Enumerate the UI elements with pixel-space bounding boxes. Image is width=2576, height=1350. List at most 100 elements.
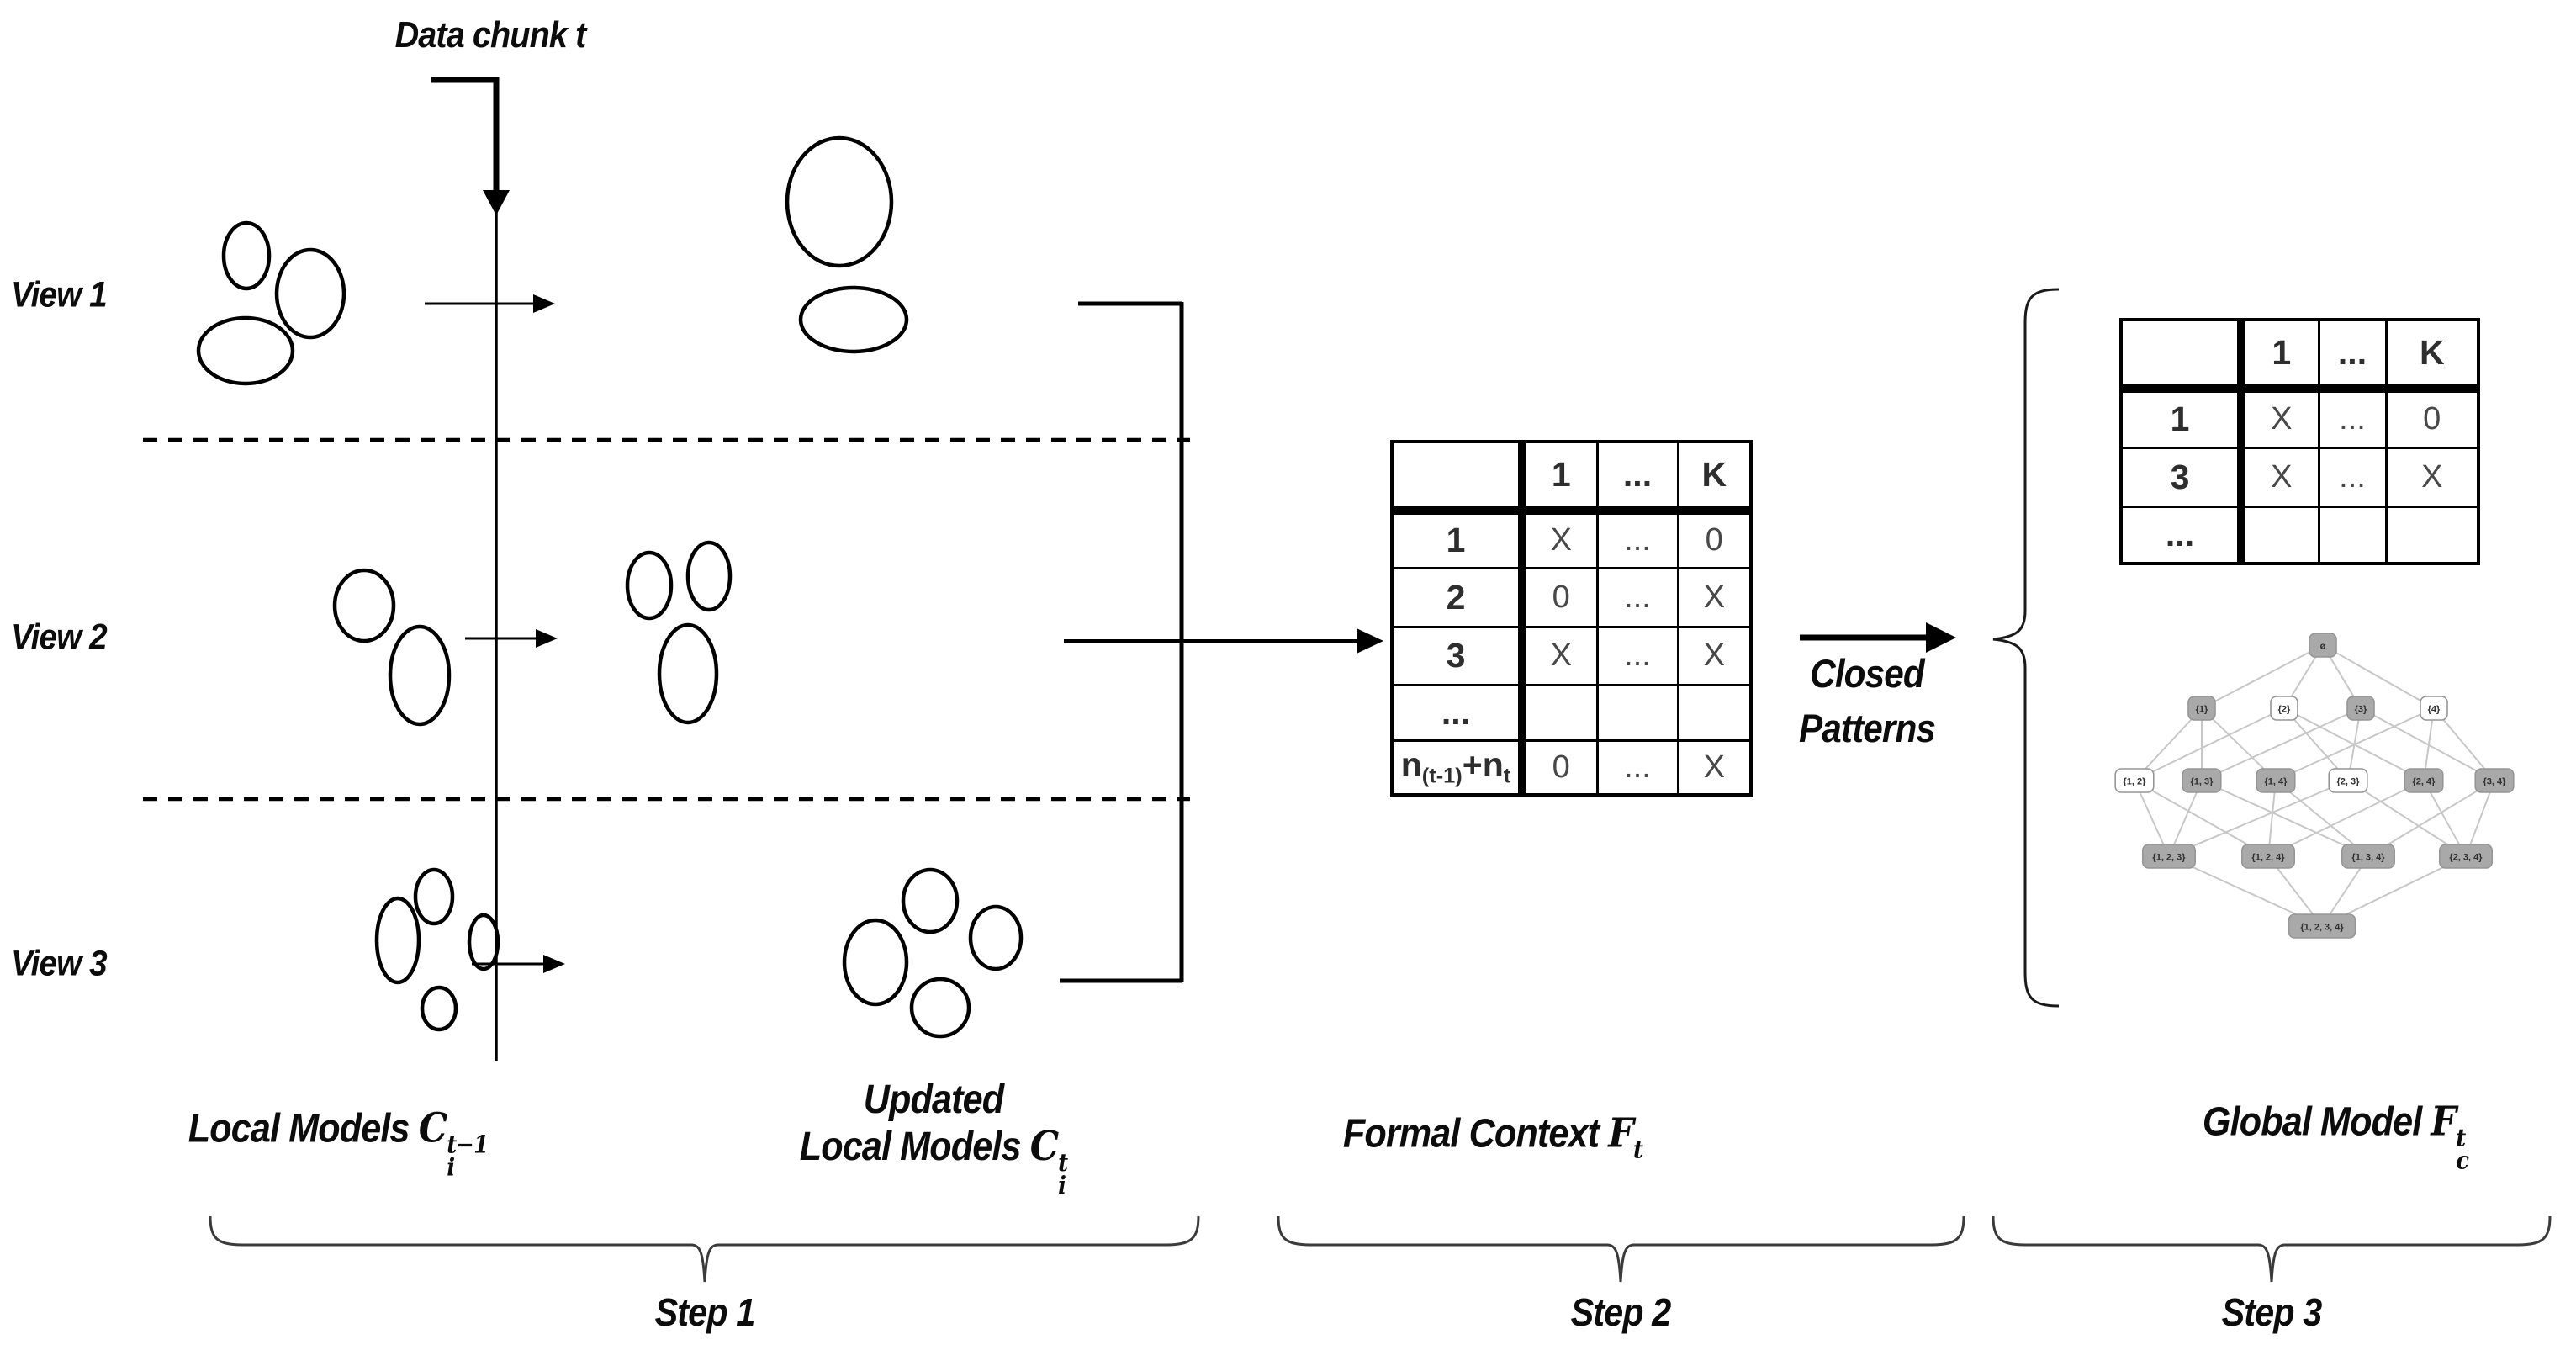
lattice-node-label: {1, 4} — [2265, 777, 2288, 787]
lattice-edge — [2322, 644, 2435, 709]
view3-label: View 3 — [11, 943, 108, 984]
gm-header-k: K — [2384, 318, 2480, 393]
table-row: 1 ... K — [1390, 440, 1753, 515]
lattice-node-label: {1, 2, 3} — [2152, 853, 2186, 863]
view2-label: View 2 — [11, 617, 108, 658]
step2-brace — [1277, 1215, 1965, 1283]
lattice-node-label: ø — [2320, 642, 2326, 652]
cluster-ellipse-view1-new — [785, 135, 894, 268]
fc-cell: X — [1676, 625, 1753, 686]
fc-cell: X — [1676, 566, 1753, 628]
lattice-node-label: {1} — [2196, 705, 2208, 715]
caption-updated-var: C — [1029, 1123, 1059, 1171]
fc-cell: ... — [1595, 566, 1679, 628]
cluster-ellipse-view1-old — [221, 220, 272, 291]
lattice-node-label: {2, 3} — [2337, 777, 2361, 787]
lattice-edge — [2201, 707, 2362, 781]
fc-header-blank — [1390, 440, 1526, 515]
step1-label: Step 1 — [654, 1290, 756, 1334]
lattice-edge — [2168, 780, 2349, 857]
fc-cell — [1595, 683, 1679, 742]
lattice-node-2 — [2270, 696, 2298, 721]
cluster-ellipse-view1-old — [196, 315, 295, 386]
lattice-node-label: {2, 3, 4} — [2449, 853, 2483, 863]
lattice-edge — [2367, 780, 2495, 857]
caption-updated-sub: i — [1058, 1171, 1066, 1200]
fc-cell — [1521, 683, 1599, 742]
lattice-node-124 — [2241, 844, 2296, 869]
fc-rown-plus: +n — [1462, 745, 1504, 785]
cluster-ellipse-view1-old — [274, 247, 346, 340]
gm-cell — [2317, 505, 2388, 565]
fc-header-1: 1 — [1521, 440, 1599, 515]
gm-cell: X — [2240, 387, 2320, 449]
lattice-node-label: {1, 2, 4} — [2251, 853, 2285, 863]
lattice-node-label: {1, 2} — [2124, 777, 2147, 787]
caption-global-model-sub: c — [2456, 1146, 2469, 1175]
fc-rown-sub2: t — [1503, 765, 1511, 789]
fc-row2-label: 2 — [1390, 566, 1526, 628]
table-row: 1 X ... 0 — [2119, 387, 2480, 449]
closed-patterns-line2: Patterns — [1798, 706, 1936, 750]
lattice-node-234 — [2439, 844, 2494, 869]
fc-cell: ... — [1595, 625, 1679, 686]
lattice-node-12 — [2114, 768, 2155, 793]
caption-formal-context-sup: t — [1633, 1135, 1643, 1164]
lattice-node-label: {1, 3, 4} — [2351, 853, 2385, 863]
step3-brace — [1992, 1215, 2552, 1283]
caption-updated-sup: t — [1058, 1148, 1068, 1178]
data-chunk-arrow-shaft — [431, 77, 500, 195]
lattice-node-23 — [2328, 768, 2368, 793]
lattice-edge — [2201, 644, 2324, 709]
global-model-table: 1 ... K 1 X ... 0 3 X ... X ... — [2119, 318, 2480, 565]
cluster-ellipse-view2-new — [685, 540, 733, 612]
gm-rowdots-label: ... — [2119, 505, 2245, 565]
lattice-node-34 — [2474, 768, 2515, 793]
table-row: ... — [2119, 505, 2480, 565]
view2-update-arrowhead-icon — [536, 629, 558, 648]
lattice-node-label: {2} — [2278, 705, 2291, 715]
lattice-edge — [2134, 780, 2269, 857]
fc-cell: 0 — [1521, 739, 1599, 797]
gm-header-1: 1 — [2240, 318, 2320, 393]
lattice-edge — [2275, 780, 2369, 857]
fc-cell: 0 — [1676, 509, 1753, 569]
caption-local-models-sub: i — [447, 1152, 455, 1182]
step1-brace — [209, 1215, 1200, 1283]
fc-row1-label: 1 — [1390, 509, 1526, 569]
gm-cell: ... — [2317, 387, 2388, 449]
fc-header-k: K — [1676, 440, 1753, 515]
data-chunk-arrowhead-icon — [483, 190, 510, 215]
view1-label: View 1 — [11, 274, 108, 315]
gm-row1-label: 1 — [2119, 387, 2245, 449]
caption-updated-line1: Updated — [863, 1077, 1004, 1123]
lattice-node-label: {3, 4} — [2483, 777, 2507, 787]
fc-rown-sub1: (t-1) — [1421, 765, 1463, 789]
fc-rown-n: n — [1400, 745, 1422, 785]
global-model-brace — [1992, 288, 2060, 1008]
caption-local-models-var: C — [418, 1104, 447, 1152]
step3-label: Step 3 — [2221, 1290, 2323, 1334]
lattice-edge — [2267, 780, 2277, 857]
table-row: 3 X ... X — [2119, 446, 2480, 508]
formal-context-table: 1 ... K 1 X ... 0 2 0 ... X 3 X ... X ..… — [1390, 440, 1753, 797]
gm-cell: 0 — [2384, 387, 2480, 449]
fc-row3-label: 3 — [1390, 625, 1526, 686]
cluster-ellipse-view3-old — [420, 985, 458, 1032]
cluster-ellipse-view1-new — [798, 285, 909, 354]
view3-update-arrowhead-icon — [543, 955, 565, 973]
fc-rowdots-label: ... — [1390, 683, 1526, 742]
lattice-node-1 — [2187, 696, 2216, 721]
fc-cell: 0 — [1521, 566, 1599, 628]
caption-local-models-sup: t−1 — [447, 1130, 489, 1159]
view1-update-arrowhead-icon — [533, 294, 555, 313]
closed-patterns-arrowhead-icon — [1926, 622, 1956, 653]
gm-cell: X — [2240, 446, 2320, 508]
cluster-ellipse-view3-old — [467, 913, 500, 971]
lattice-node-label: {3} — [2355, 705, 2367, 715]
caption-global-model-var: F — [2431, 1098, 2457, 1146]
lattice-node-14 — [2256, 768, 2296, 793]
lattice-edge — [2360, 707, 2495, 781]
